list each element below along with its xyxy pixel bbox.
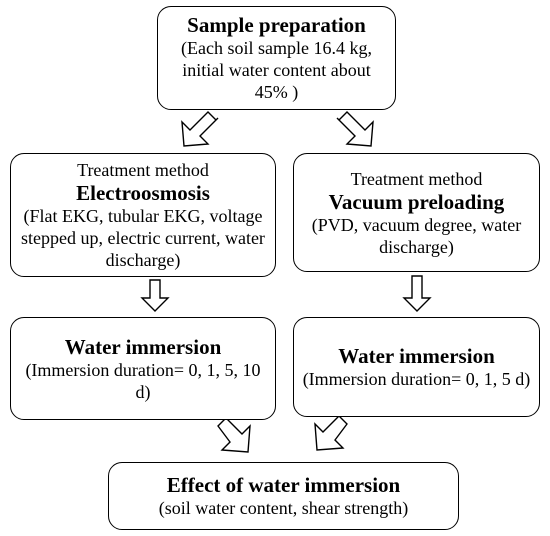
effect-detail: (soil water content, shear strength)	[158, 498, 409, 518]
sample-preparation-title: Sample preparation	[187, 13, 366, 37]
water-immersion-right-title: Water immersion	[338, 344, 495, 368]
sample-preparation-detail: (Each soil sample 16.4 kg, initial water…	[181, 38, 372, 102]
vacuum-preloading-title: Vacuum preloading	[328, 189, 505, 214]
water-immersion-left-detail: (Immersion duration= 0, 1, 5, 10 d)	[25, 359, 261, 402]
vacuum-preloading-kicker: Treatment method	[350, 168, 483, 189]
arrow-electroosmosis-to-immersion	[140, 279, 170, 312]
electroosmosis-box: Treatment method Electroosmosis (Flat EK…	[10, 153, 276, 277]
vacuum-preloading-detail: (PVD, vacuum degree, water discharge)	[311, 214, 522, 257]
water-immersion-right-box: Water immersion (Immersion duration= 0, …	[293, 317, 540, 417]
water-immersion-right-detail: (Immersion duration= 0, 1, 5 d)	[302, 369, 531, 389]
arrow-immersion-right-to-effect	[314, 415, 348, 451]
electroosmosis-kicker: Treatment method	[77, 160, 209, 180]
effect-box: Effect of water immersion (soil water co…	[108, 462, 459, 530]
sample-preparation-box: Sample preparation (Each soil sample 16.…	[157, 6, 396, 110]
arrow-immersion-left-to-effect	[217, 417, 251, 453]
arrow-prep-to-vacuum	[336, 111, 374, 147]
effect-title: Effect of water immersion	[166, 473, 401, 497]
arrow-vacuum-to-immersion	[402, 275, 432, 312]
electroosmosis-detail: (Flat EKG, tubular EKG, voltage stepped …	[21, 206, 265, 270]
water-immersion-left-box: Water immersion (Immersion duration= 0, …	[10, 317, 276, 420]
water-immersion-left-title: Water immersion	[64, 334, 222, 359]
vacuum-preloading-box: Treatment method Vacuum preloading (PVD,…	[293, 153, 540, 272]
arrow-prep-to-electroosmosis	[181, 111, 219, 147]
electroosmosis-title: Electroosmosis	[76, 181, 210, 205]
